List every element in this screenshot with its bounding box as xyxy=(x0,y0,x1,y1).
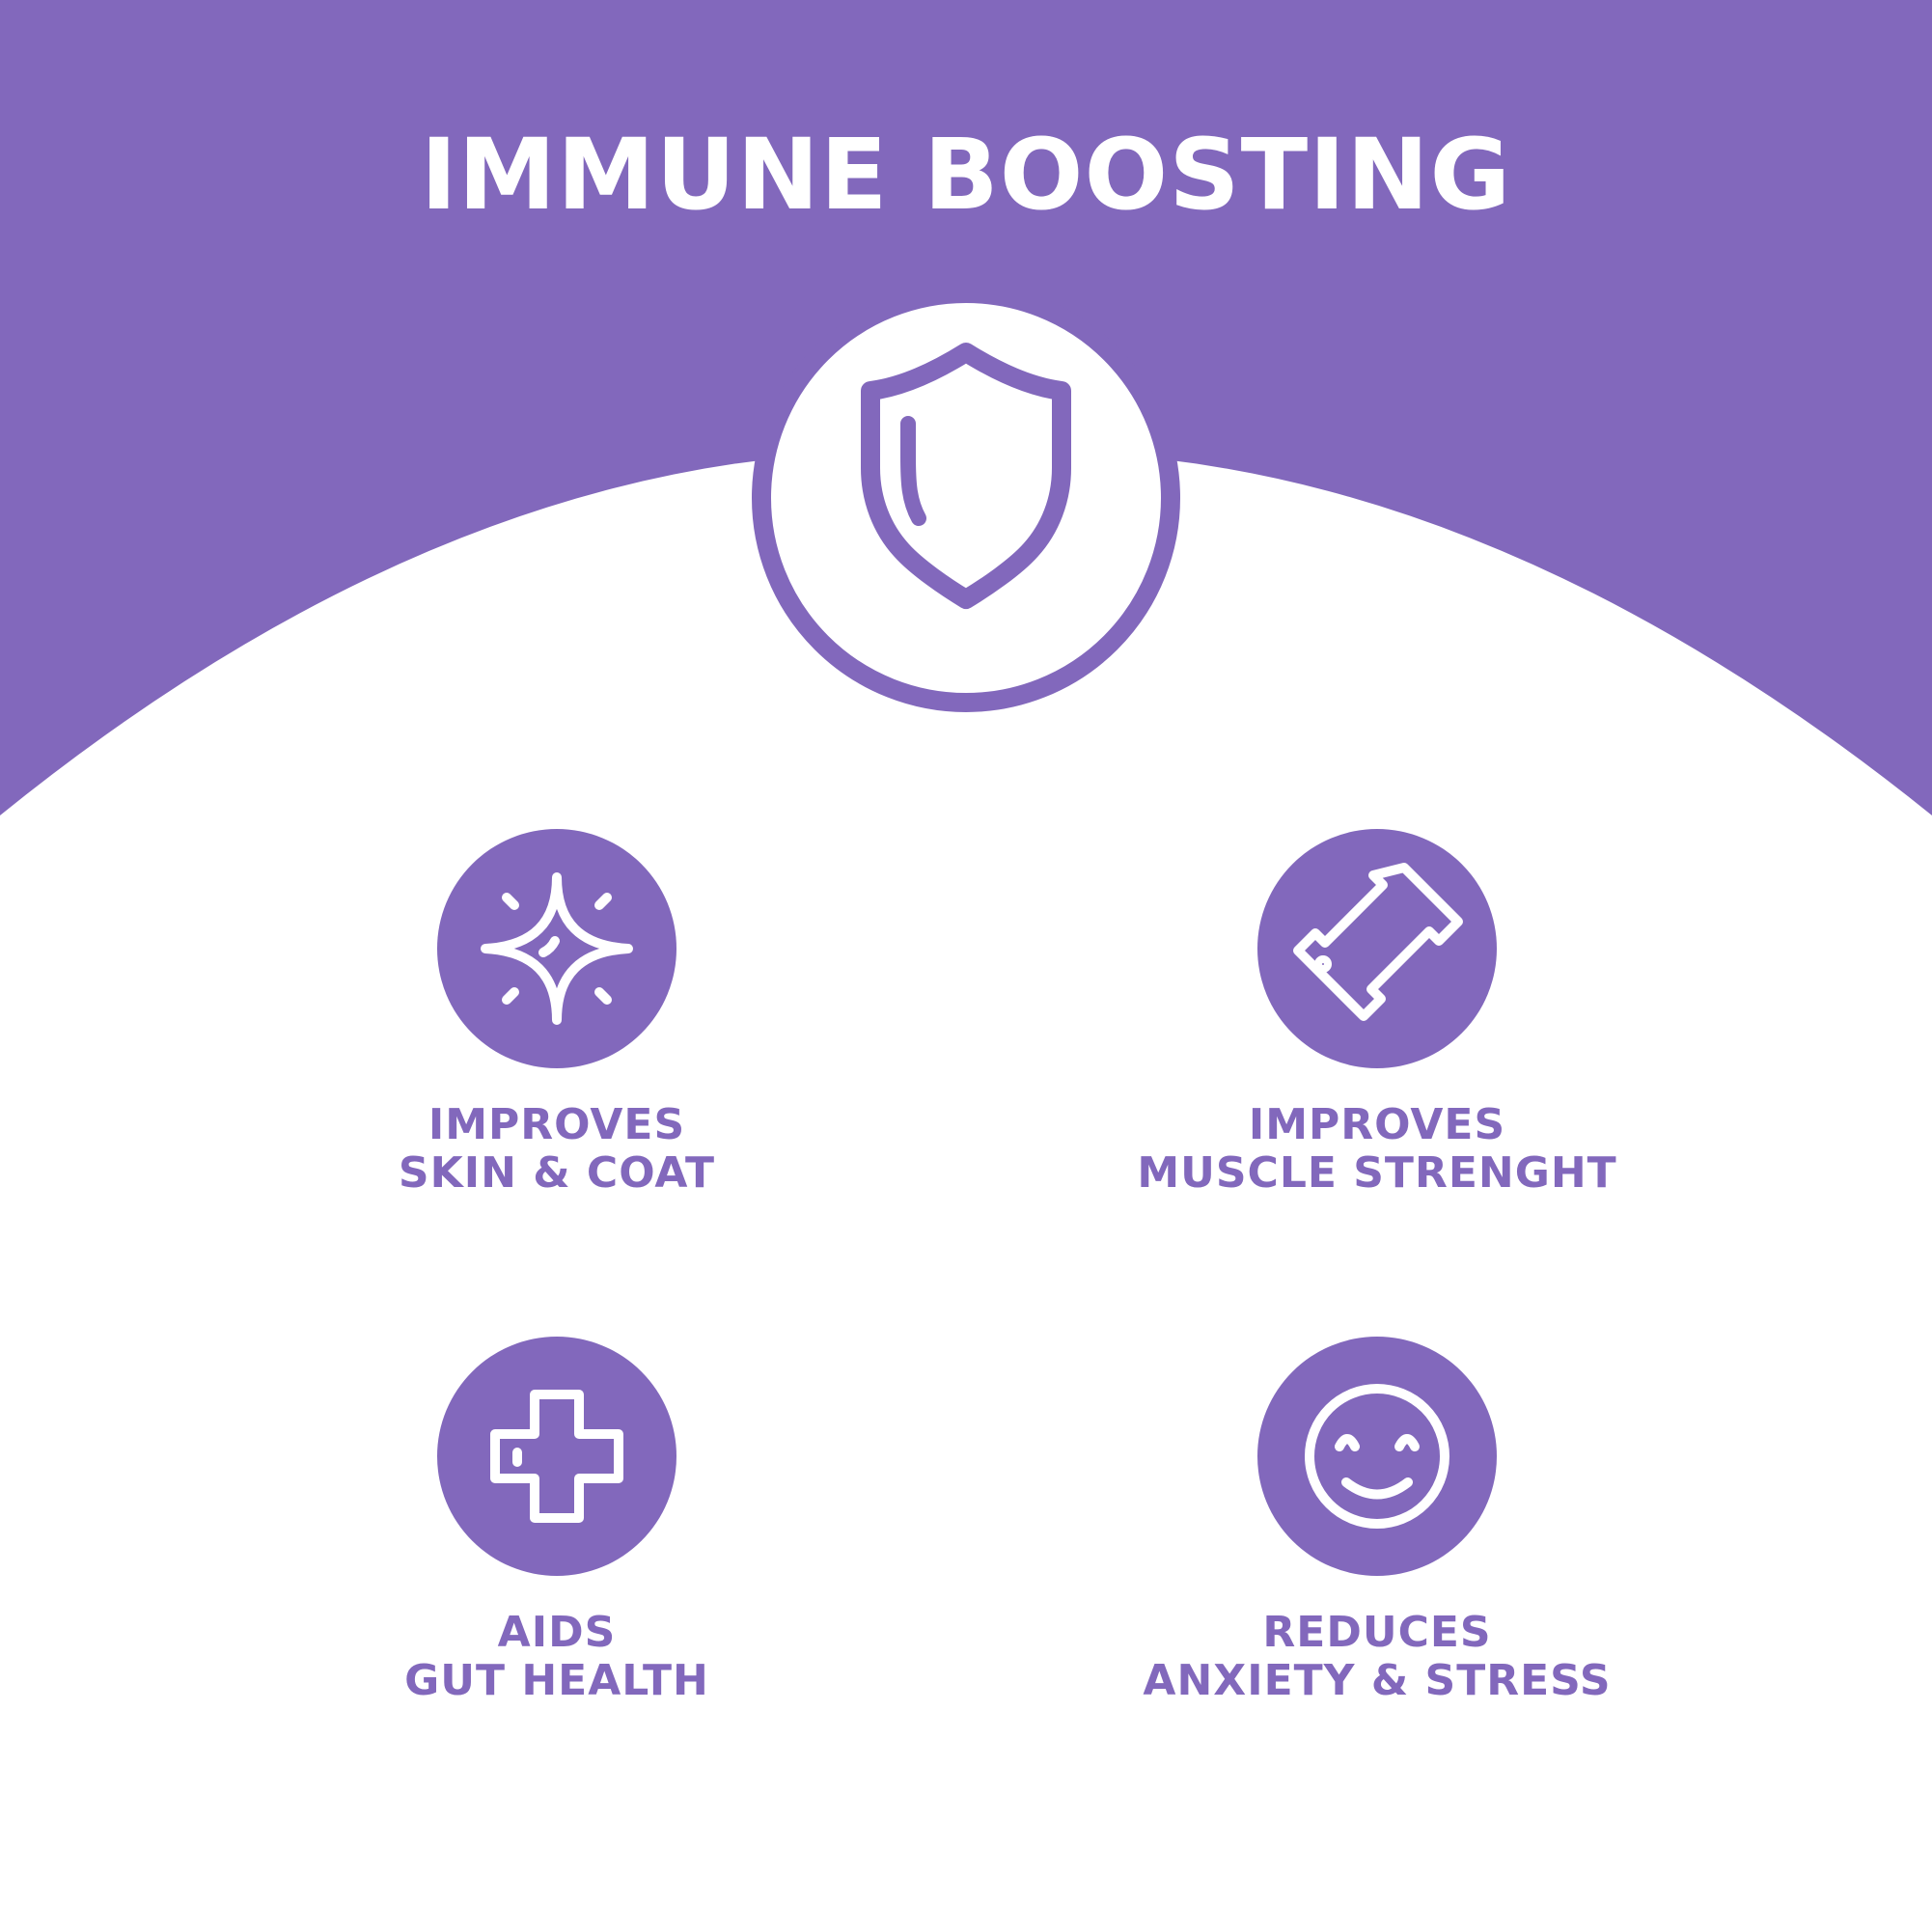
smiley-icon xyxy=(1305,1384,1449,1529)
feature-label-line2: SKIN & COAT xyxy=(398,1148,716,1198)
feature-anxiety-stress: REDUCES ANXIETY & STRESS xyxy=(1039,1337,1715,1705)
shield-icon xyxy=(861,343,1071,609)
feature-label-line1: REDUCES xyxy=(1262,1608,1492,1657)
feature-label-line2: MUSCLE STRENGHT xyxy=(1137,1148,1617,1198)
feature-label-line1: IMPROVES xyxy=(1248,1100,1506,1149)
feature-label-line1: AIDS xyxy=(497,1608,617,1657)
feature-label-line1: IMPROVES xyxy=(428,1100,686,1149)
smiley-badge xyxy=(1257,1337,1497,1576)
shield-badge xyxy=(752,284,1180,712)
feature-label: IMPROVES SKIN & COAT xyxy=(219,1101,895,1198)
page-title: IMMUNE BOOSTING xyxy=(420,118,1512,233)
feature-label-line2: GUT HEALTH xyxy=(404,1656,709,1705)
medical-cross-badge xyxy=(437,1337,676,1576)
feature-label: IMPROVES MUSCLE STRENGHT xyxy=(1039,1101,1715,1198)
dumbbell-badge xyxy=(1257,829,1497,1068)
sparkle-badge xyxy=(437,829,676,1068)
feature-muscle-strength: IMPROVES MUSCLE STRENGHT xyxy=(1039,829,1715,1198)
feature-gut-health: AIDS GUT HEALTH xyxy=(219,1337,895,1705)
dumbbell-icon xyxy=(1293,863,1463,1021)
feature-label-line2: ANXIETY & STRESS xyxy=(1143,1656,1612,1705)
sparkle-icon xyxy=(481,872,633,1025)
medical-cross-icon xyxy=(490,1390,623,1523)
feature-skin-coat: IMPROVES SKIN & COAT xyxy=(219,829,895,1198)
feature-label: AIDS GUT HEALTH xyxy=(219,1609,895,1705)
feature-label: REDUCES ANXIETY & STRESS xyxy=(1039,1609,1715,1705)
